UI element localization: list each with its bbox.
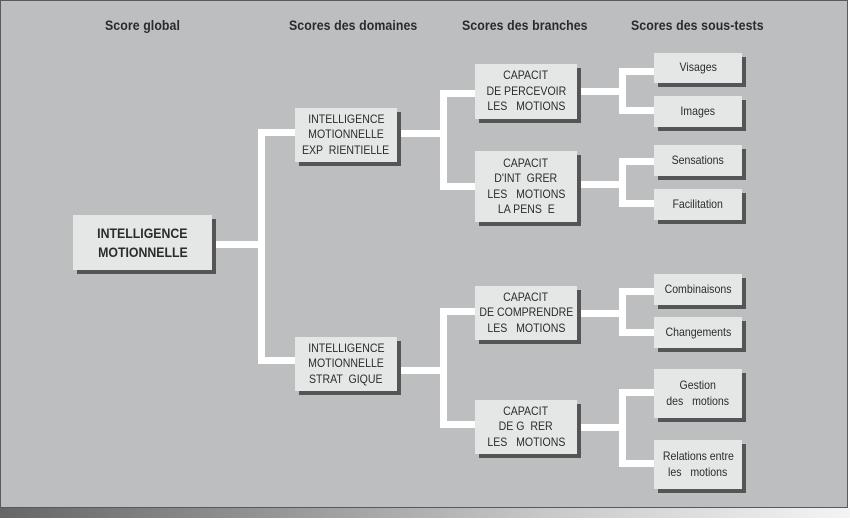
node-line: EXP RIENTIELLE xyxy=(302,142,390,157)
node-subtest-relations-emotions: Relations entre les motions xyxy=(654,440,742,489)
node-subtest-combinaisons: Combinaisons xyxy=(654,274,742,305)
node-subtest-sensations: Sensations xyxy=(654,145,742,176)
node-line: LES MOTIONS xyxy=(486,186,566,201)
connector-facilitation xyxy=(619,200,655,207)
node-line: MOTIONNELLE xyxy=(308,127,384,142)
connector-branch-4-out xyxy=(577,424,623,431)
node-line: Images xyxy=(680,103,716,118)
node-line: INTELLIGENCE xyxy=(307,340,385,355)
node-line: des motions xyxy=(666,393,730,408)
connector-branch-3-out xyxy=(577,310,623,317)
node-line: DE COMPRENDRE xyxy=(479,305,573,320)
node-line: LA PENS E xyxy=(497,202,555,216)
connector-domain-2-vertical xyxy=(440,308,447,428)
node-line: Facilitation xyxy=(672,196,724,211)
connector-branch-1-vertical xyxy=(619,68,626,114)
node-subtest-gestion-emotions: Gestion des motions xyxy=(654,369,742,418)
node-line: Changements xyxy=(665,324,731,339)
connector-changements xyxy=(619,329,655,336)
header-scores-domaines: Scores des domaines xyxy=(289,17,418,33)
node-line: Combinaisons xyxy=(664,281,732,296)
node-line: LES MOTIONS xyxy=(486,320,566,335)
node-domain-experientielle: INTELLIGENCE MOTIONNELLE EXP RIENTIELLE xyxy=(295,108,397,162)
connector-root xyxy=(213,241,261,248)
node-line: MOTIONNELLE xyxy=(97,243,188,260)
node-line: CAPACIT xyxy=(503,68,549,83)
node-line: CAPACIT xyxy=(503,155,549,170)
connector-domain-1 xyxy=(258,129,296,136)
connector-relations xyxy=(619,460,655,467)
node-line: LES MOTIONS xyxy=(486,434,566,449)
connector-branch-3-vertical xyxy=(619,288,626,336)
connector-branch-4-vertical xyxy=(619,389,626,467)
diagram-panel: Score global Scores des domaines Scores … xyxy=(0,0,848,508)
connector-root-vertical xyxy=(258,129,265,364)
node-line: les motions xyxy=(668,464,728,479)
connector-images xyxy=(619,107,655,114)
connector-visages xyxy=(619,68,655,75)
connector-branch-2 xyxy=(440,183,476,190)
connector-domain-2 xyxy=(258,357,296,364)
node-line: INTELLIGENCE xyxy=(97,224,188,241)
node-line: DE G RER xyxy=(499,419,553,434)
bottom-gradient-bar xyxy=(0,508,850,518)
node-branch-comprendre: CAPACIT DE COMPRENDRE LES MOTIONS xyxy=(475,286,577,340)
node-root-intelligence-emotionnelle: INTELLIGENCE MOTIONNELLE xyxy=(73,215,212,270)
node-line: D'INT GRER xyxy=(494,171,558,185)
node-branch-percevoir: CAPACIT DE PERCEVOIR LES MOTIONS xyxy=(475,64,577,119)
node-line: Gestion xyxy=(679,378,717,392)
node-line: INTELLIGENCE xyxy=(307,111,385,126)
node-branch-gerer: CAPACIT DE G RER LES MOTIONS xyxy=(475,400,577,454)
connector-branch-2-out xyxy=(577,181,623,188)
node-line: DE PERCEVOIR xyxy=(486,83,566,98)
node-subtest-changements: Changements xyxy=(654,317,742,348)
node-domain-strategique: INTELLIGENCE MOTIONNELLE STRAT GIQUE xyxy=(295,337,397,391)
node-line: MOTIONNELLE xyxy=(308,356,384,371)
node-subtest-visages: Visages xyxy=(654,53,742,83)
node-line: Sensations xyxy=(671,152,725,167)
connector-branch-3 xyxy=(440,308,476,315)
node-line: STRAT GIQUE xyxy=(309,371,383,386)
connector-branch-1-out xyxy=(577,88,623,95)
header-score-global: Score global xyxy=(105,17,181,33)
connector-combinaisons xyxy=(619,288,655,295)
connector-domain-2-out xyxy=(397,367,444,374)
connector-domain-1-out xyxy=(397,130,444,137)
node-line: CAPACIT xyxy=(503,289,549,304)
connector-branch-2-vertical xyxy=(619,158,626,207)
connector-gestion xyxy=(619,389,655,396)
node-line: CAPACIT xyxy=(503,403,549,418)
node-line: LES MOTIONS xyxy=(486,99,566,114)
header-scores-branches: Scores des branches xyxy=(462,17,588,33)
node-branch-integrer: CAPACIT D'INT GRER LES MOTIONS LA PENS E xyxy=(475,151,577,222)
connector-branch-1 xyxy=(440,90,476,97)
connector-sensations xyxy=(619,158,655,165)
node-subtest-images: Images xyxy=(654,96,742,127)
connector-domain-1-vertical xyxy=(440,90,447,190)
node-line: Visages xyxy=(679,60,717,75)
node-line: Relations entre xyxy=(662,449,734,463)
connector-branch-4 xyxy=(440,421,476,428)
node-subtest-facilitation: Facilitation xyxy=(654,189,742,220)
header-scores-sous-tests: Scores des sous-tests xyxy=(631,17,764,33)
